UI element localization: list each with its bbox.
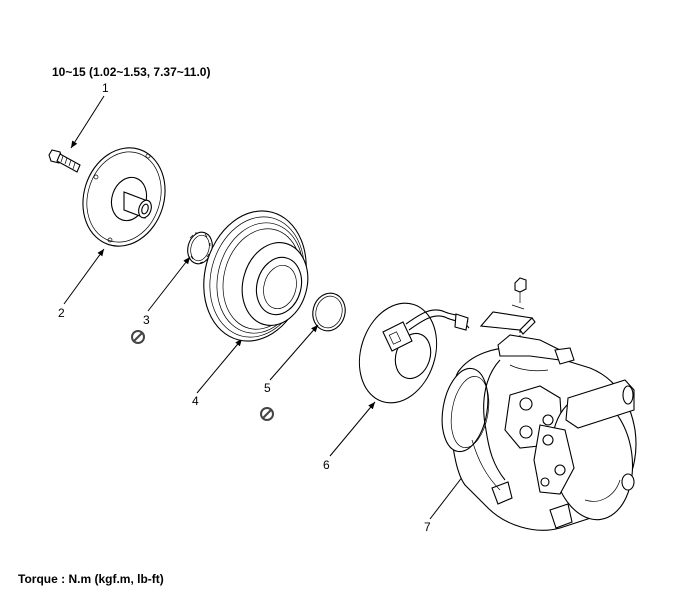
callout-1: 1 [102,81,109,95]
leader-3 [147,256,191,312]
no-reuse-icon [260,407,274,421]
callout-6: 6 [323,458,330,472]
leader-1 [70,95,105,149]
compressor-part [441,277,637,531]
leader-4 [196,338,243,394]
callout-7: 7 [424,520,431,534]
small-snap-ring-part [312,292,346,332]
callout-2: 2 [58,306,65,320]
no-reuse-icon [131,330,145,344]
torque-units: Torque : N.m (kgf.m, lb-ft) [18,572,164,586]
disc-and-hub-part [82,147,166,247]
callout-5: 5 [264,381,271,395]
leader-2 [63,248,105,305]
leader-5 [269,324,319,381]
field-coil-part [358,302,470,404]
callout-3: 3 [143,313,150,327]
pulley-part [203,210,309,342]
torque-spec: 10~15 (1.02~1.53, 7.37~11.0) [52,65,210,79]
leader-6 [329,401,376,457]
bolt-part [48,149,81,173]
snap-ring-part [187,231,213,265]
callout-4: 4 [192,394,199,408]
